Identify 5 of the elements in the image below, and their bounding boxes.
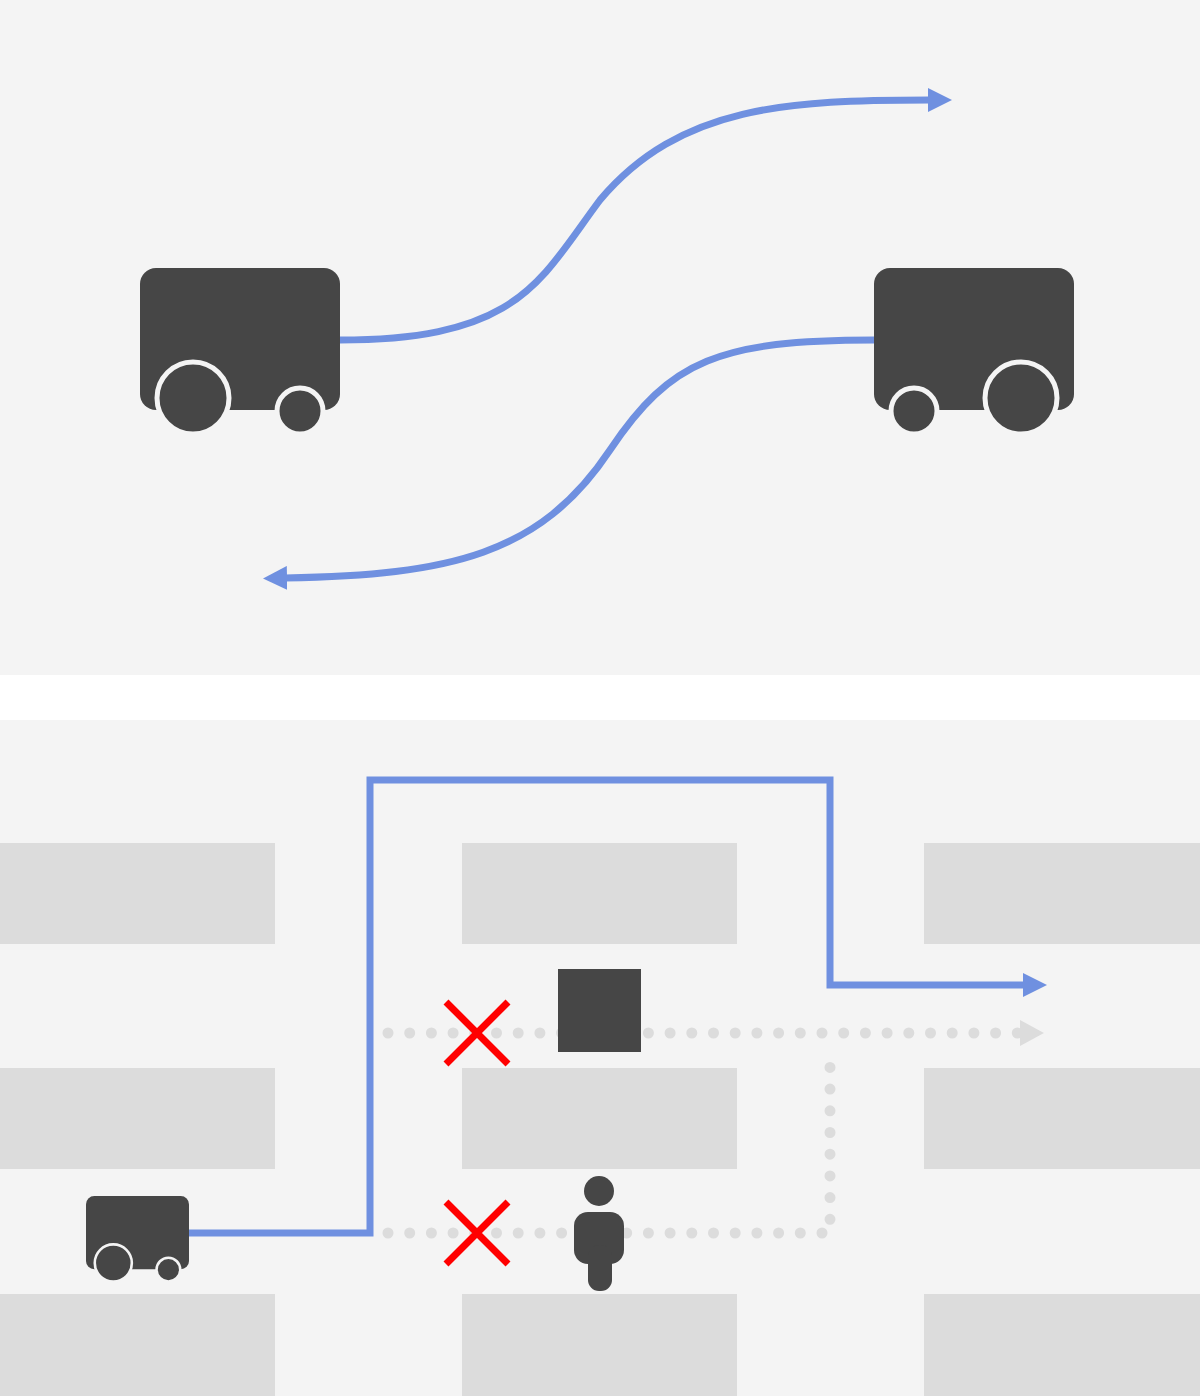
route-arrow (189, 776, 1047, 1237)
robot-drawing (86, 1196, 189, 1283)
box-obstacle (558, 969, 641, 1052)
route-arrow (263, 336, 875, 590)
route-arrow (339, 88, 952, 344)
